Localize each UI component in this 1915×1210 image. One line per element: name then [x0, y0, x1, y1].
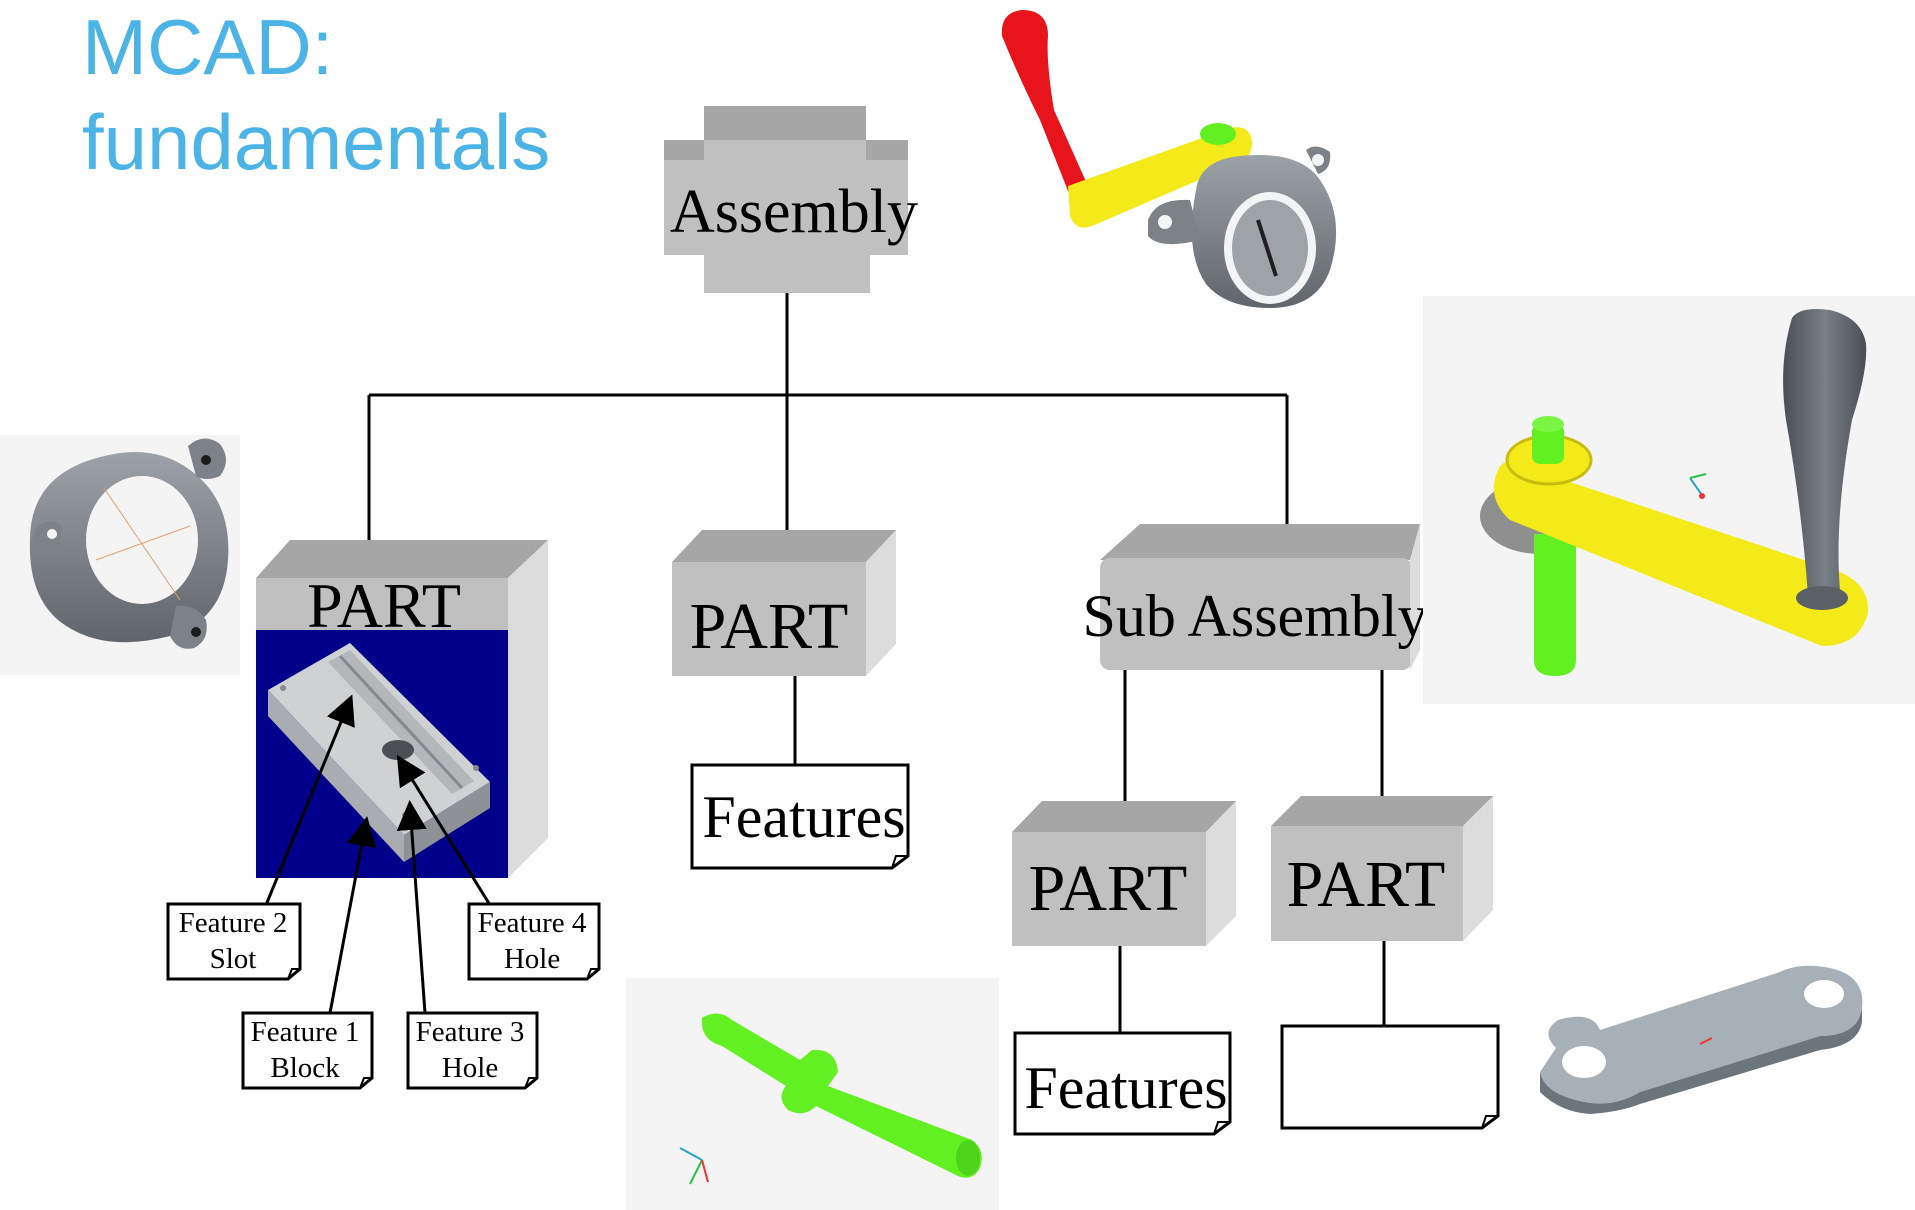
callout-feature-3-line2: Hole	[442, 1052, 498, 1084]
part-sub-left-label: PART	[1029, 852, 1188, 925]
callout-feature-1-line2: Block	[270, 1052, 340, 1084]
valve-assembly-model	[1001, 10, 1337, 308]
assembly-node: Assembly	[664, 106, 918, 293]
part-center-node: PART	[672, 530, 896, 676]
crank-subassembly-model	[1480, 309, 1869, 676]
callout-feature-4-hole: Feature 4 Hole	[467, 902, 601, 981]
callout-feature-3-line1: Feature 3	[416, 1016, 525, 1048]
part-sub-left-node: PART	[1012, 801, 1236, 946]
callout-feature-1-line1: Feature 1	[251, 1016, 360, 1048]
features-center-box: Features	[690, 763, 910, 870]
assembly-label: Assembly	[670, 178, 918, 246]
callout-arrows	[264, 694, 492, 1014]
part-center-label: PART	[690, 590, 849, 663]
callout-feature-2-slot: Feature 2 Slot	[166, 902, 302, 981]
sub-assembly-label: Sub Assembly	[1082, 583, 1427, 649]
callout-feature-3-hole: Feature 3 Hole	[406, 1011, 539, 1090]
part-main-label: PART	[307, 570, 461, 641]
sub-assembly-node: Sub Assembly	[1082, 524, 1428, 670]
features-sub-right-box	[1280, 1024, 1500, 1130]
part-sub-right-node: PART	[1271, 796, 1493, 941]
features-sub-left-label: Features	[1024, 1055, 1227, 1121]
arm-link-model	[1540, 965, 1863, 1114]
slide-title-line-2: fundamentals	[82, 98, 551, 186]
callout-feature-2-line2: Slot	[210, 943, 257, 975]
features-sub-left-box: Features	[1013, 1031, 1232, 1136]
part-main-node: PART	[256, 540, 548, 878]
features-center-label: Features	[702, 784, 905, 850]
shaft-model	[679, 1013, 982, 1185]
callout-feature-4-line1: Feature 4	[478, 907, 587, 939]
connector-lines	[367, 292, 1386, 1033]
callout-feature-2-line1: Feature 2	[179, 907, 288, 939]
callout-feature-4-line2: Hole	[504, 943, 560, 975]
slide-title-line-1: MCAD:	[82, 3, 334, 91]
valve-body-model	[29, 438, 229, 649]
part-sub-right-label: PART	[1287, 848, 1446, 921]
callout-feature-1-block: Feature 1 Block	[241, 1011, 374, 1090]
